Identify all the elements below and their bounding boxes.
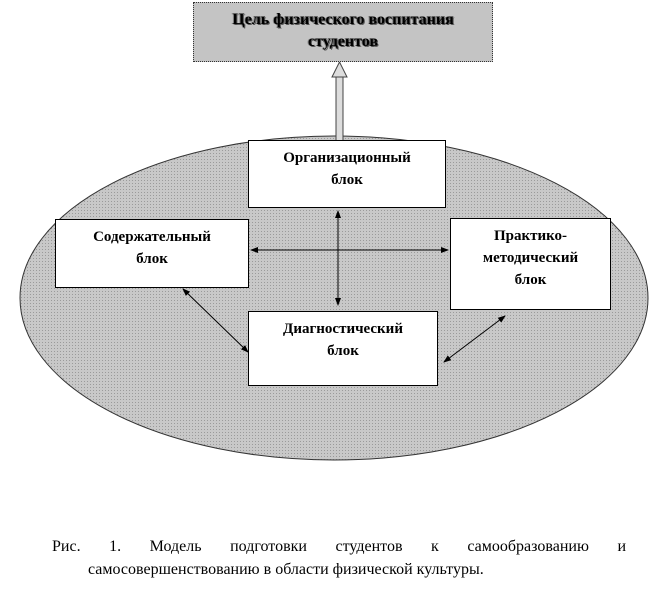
block-label: Содержательный bbox=[93, 229, 211, 245]
block-label: блок bbox=[327, 343, 359, 359]
block-label: блок bbox=[136, 251, 168, 267]
model-ellipse bbox=[19, 135, 649, 461]
caption-line2: самосовершенствованию в области физическ… bbox=[88, 561, 484, 578]
goal-box: Цель физического воспитания студентов bbox=[193, 2, 493, 62]
goal-line1: Цель физического воспитания bbox=[232, 11, 454, 28]
block-label: Организационный bbox=[283, 150, 411, 166]
left-diagonal-arrow bbox=[182, 288, 249, 353]
diagnostic-block: Диагностический блок bbox=[248, 311, 438, 386]
goal-line2: студентов bbox=[307, 33, 379, 50]
caption-line1: Рис. 1. Модель подготовки студентов к са… bbox=[52, 538, 626, 555]
block-label: Диагностический bbox=[283, 321, 403, 337]
up-arrow bbox=[331, 60, 348, 144]
block-label: блок bbox=[331, 172, 363, 188]
content-block: Содержательный блок bbox=[55, 219, 249, 288]
block-label: блок bbox=[514, 272, 547, 288]
right-diagonal-arrow bbox=[443, 315, 506, 363]
figure-caption: Рис. 1. Модель подготовки студентов к са… bbox=[52, 535, 626, 581]
practical-block: Практико- методический блок bbox=[450, 218, 611, 310]
block-label: Практико- bbox=[493, 228, 568, 244]
organizational-block: Организационный блок bbox=[248, 140, 446, 208]
block-label: методический bbox=[482, 250, 579, 266]
